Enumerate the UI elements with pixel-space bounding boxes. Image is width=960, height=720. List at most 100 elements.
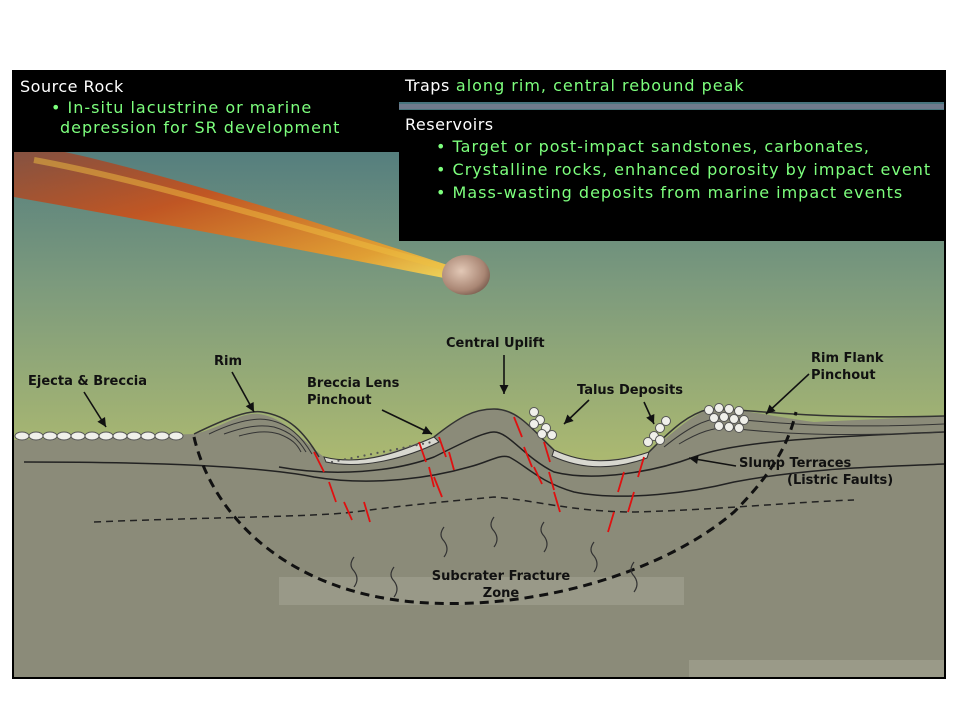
breccia-dot xyxy=(395,447,399,451)
fault-line xyxy=(548,471,555,491)
breccia-dot xyxy=(356,455,360,458)
talus-pebble xyxy=(529,407,539,417)
breccia-dot xyxy=(408,445,412,448)
diagram-frame: Source Rock • In-situ lacustrine or mari… xyxy=(12,70,946,679)
fault-line xyxy=(523,446,533,468)
label-rim-flank-line2: Pinchout xyxy=(811,368,876,383)
fault-line xyxy=(543,441,551,463)
fault-line xyxy=(328,481,337,503)
fault-line xyxy=(553,491,561,513)
breccia-dot xyxy=(421,442,425,445)
breccia-dot xyxy=(369,453,373,456)
fracture-line xyxy=(390,566,398,598)
breccia-dot xyxy=(376,451,379,454)
talus-pebble xyxy=(739,415,749,425)
arrowheads xyxy=(97,385,776,464)
breccia-dot xyxy=(350,457,353,460)
ejecta-pebble xyxy=(28,431,44,441)
fault-line xyxy=(343,501,353,521)
reservoirs-title: Reservoirs xyxy=(405,115,494,134)
breccia-lens xyxy=(323,436,440,465)
arrowhead xyxy=(245,401,254,412)
breccia-dot xyxy=(415,444,418,447)
label-subcrater-fracture-zone: Subcrater Fracture Zone xyxy=(426,568,576,602)
arrowhead xyxy=(421,426,432,435)
breccia-dot xyxy=(389,449,392,452)
talus-pebble xyxy=(714,403,724,413)
arrowhead xyxy=(646,413,655,424)
source-rock-title: Source Rock xyxy=(20,77,124,96)
talus-pebble xyxy=(714,421,724,431)
label-breccia-lens: Breccia Lens Pinchout xyxy=(307,375,399,409)
talus-pebble xyxy=(734,423,744,433)
talus-pebble xyxy=(729,414,739,424)
label-ejecta-breccia: Ejecta & Breccia xyxy=(28,374,148,389)
fault-line xyxy=(363,501,371,523)
fracture-line xyxy=(490,516,498,548)
arrowhead xyxy=(97,416,106,427)
ejecta-pebble xyxy=(70,431,86,441)
fault-line xyxy=(637,456,645,478)
fault-line xyxy=(513,416,523,438)
reservoirs-item: • Crystalline rocks, enhanced porosity b… xyxy=(436,160,932,179)
arrowhead xyxy=(499,385,509,394)
traps-text: along rim, central rebound peak xyxy=(449,76,745,95)
ejecta-pebble xyxy=(112,431,128,441)
reservoirs-panel: Reservoirs • Target or post-impact sands… xyxy=(399,110,944,241)
breccia-dot xyxy=(343,458,347,461)
source-rock-panel: Source Rock • In-situ lacustrine or mari… xyxy=(14,72,399,152)
ejecta-pebble xyxy=(84,431,100,441)
breccia-dot xyxy=(428,441,431,444)
arrowhead xyxy=(766,404,776,414)
fracture-line xyxy=(540,521,548,553)
talus-pebble xyxy=(655,423,665,433)
pointer-arrow xyxy=(381,409,433,435)
ejecta-pebble xyxy=(126,431,142,441)
ejecta-pebble xyxy=(56,431,72,441)
ejecta-blanket xyxy=(14,431,184,441)
arrowhead xyxy=(689,455,699,464)
ejecta-pebble xyxy=(98,431,114,441)
label-talus-deposits: Talus Deposits xyxy=(577,383,683,398)
label-rim: Rim xyxy=(214,354,243,369)
ejecta-pebble xyxy=(140,431,156,441)
breccia-dot xyxy=(402,446,405,449)
fracture-line xyxy=(350,556,358,588)
label-breccia-lens-line1: Breccia Lens xyxy=(307,376,400,391)
ejecta-pebble xyxy=(14,431,30,441)
ground xyxy=(14,408,944,677)
talus-pebble xyxy=(704,405,714,415)
reservoirs-item: • Mass-wasting deposits from marine impa… xyxy=(436,183,904,202)
breccia-dot xyxy=(337,459,340,462)
talus-pebble xyxy=(537,429,547,439)
reservoirs-item: • Target or post-impact sandstones, carb… xyxy=(436,137,870,156)
source-rock-item: • In-situ lacustrine or marine depressio… xyxy=(51,98,341,137)
label-rim-flank-pinchout: Rim Flank Pinchout xyxy=(811,350,884,384)
talus-pebble xyxy=(734,406,744,416)
fracture-line xyxy=(630,561,638,593)
ejecta-pebble xyxy=(168,431,184,441)
traps-title: Traps xyxy=(405,76,450,95)
label-slump-line1: Slump Terraces xyxy=(739,456,852,471)
talus-pebble xyxy=(655,435,665,445)
arrowhead xyxy=(564,414,574,424)
talus-pebble xyxy=(724,404,734,414)
talus-deposits xyxy=(529,403,749,447)
fault-line xyxy=(617,471,625,493)
label-subcrater-line1: Subcrater Fracture xyxy=(431,569,571,584)
ejecta-pebble xyxy=(154,431,170,441)
subcrater-boundary xyxy=(192,411,798,606)
fault-line xyxy=(428,466,435,488)
panel-divider xyxy=(399,104,944,109)
talus-pebble xyxy=(719,412,729,422)
ejecta-pebble xyxy=(42,431,58,441)
label-slump-terraces: Slump Terraces (Listric Faults) xyxy=(739,455,893,489)
label-slump-line2: (Listric Faults) xyxy=(787,473,894,488)
breccia-dot xyxy=(330,460,334,464)
pointer-arrow xyxy=(765,373,810,415)
talus-pebble xyxy=(724,422,734,432)
talus-pebble xyxy=(709,413,719,423)
faults xyxy=(313,416,645,533)
fault-line xyxy=(607,511,615,533)
talus-pebble xyxy=(529,419,539,429)
